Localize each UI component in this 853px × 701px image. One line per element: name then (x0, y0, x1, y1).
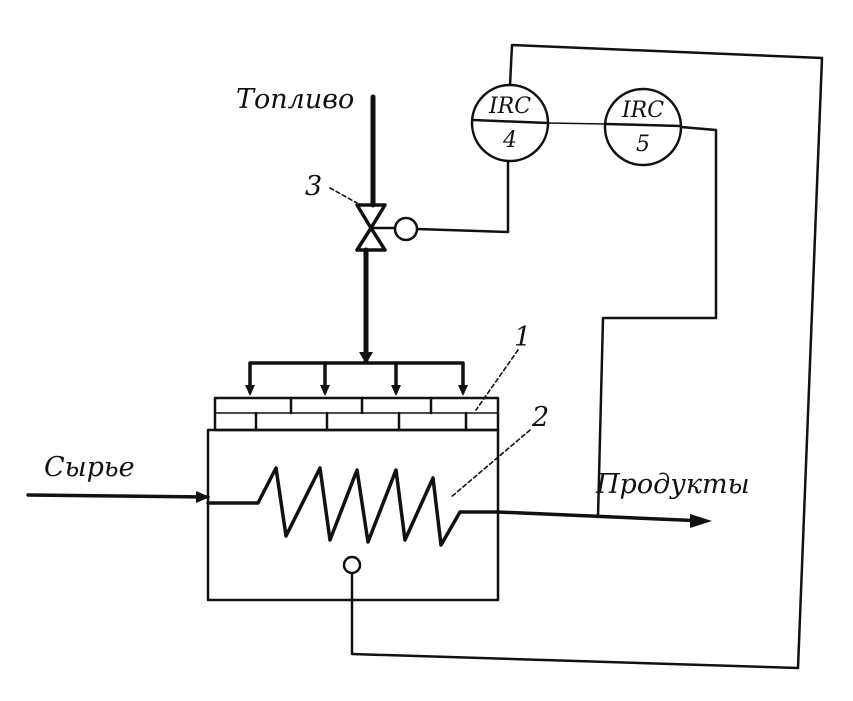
item-3-label: 3 (305, 171, 322, 202)
burner-manifold (248, 361, 465, 394)
temperature-sensor (342, 555, 362, 575)
control-valve (355, 203, 419, 252)
burner-arrow-4 (458, 385, 468, 396)
fuel-label: Топливо (236, 84, 354, 115)
signal-irc4-to-valve (415, 159, 510, 234)
valve-actuator-circle (393, 216, 419, 242)
feed-label: Сырье (44, 452, 135, 483)
instrument-irc-4-number: 4 (502, 128, 517, 153)
item-2-leader (449, 429, 531, 499)
heating-coil (206, 466, 500, 547)
fuel-line-arrow (359, 352, 373, 364)
feed-line (26, 493, 210, 499)
instrument-irc-5: IRC 5 (603, 87, 683, 167)
burner-row (213, 396, 500, 432)
item-1-label: 1 (514, 322, 531, 353)
item-3-leader (329, 187, 358, 204)
instrument-irc-5-number: 5 (636, 132, 650, 157)
instrument-irc-5-tag: IRC (621, 98, 664, 123)
products-arrow (690, 514, 712, 528)
item-1-leader (475, 349, 519, 411)
item-2-label: 2 (531, 402, 549, 433)
instrument-irc-4: IRC 4 (470, 83, 550, 163)
signal-irc4-to-irc5 (547, 122, 606, 125)
products-label: Продукты (595, 469, 750, 500)
burner-arrow-2 (320, 385, 330, 396)
signal-sensor-to-irc4 (350, 43, 824, 670)
instrument-irc-4-tag: IRC (488, 94, 531, 119)
products-line (496, 510, 707, 523)
burner-arrow-3 (391, 385, 401, 396)
burner-arrow-1 (245, 385, 255, 396)
signal-irc5-to-products (596, 125, 718, 519)
feed-arrow (196, 491, 210, 503)
